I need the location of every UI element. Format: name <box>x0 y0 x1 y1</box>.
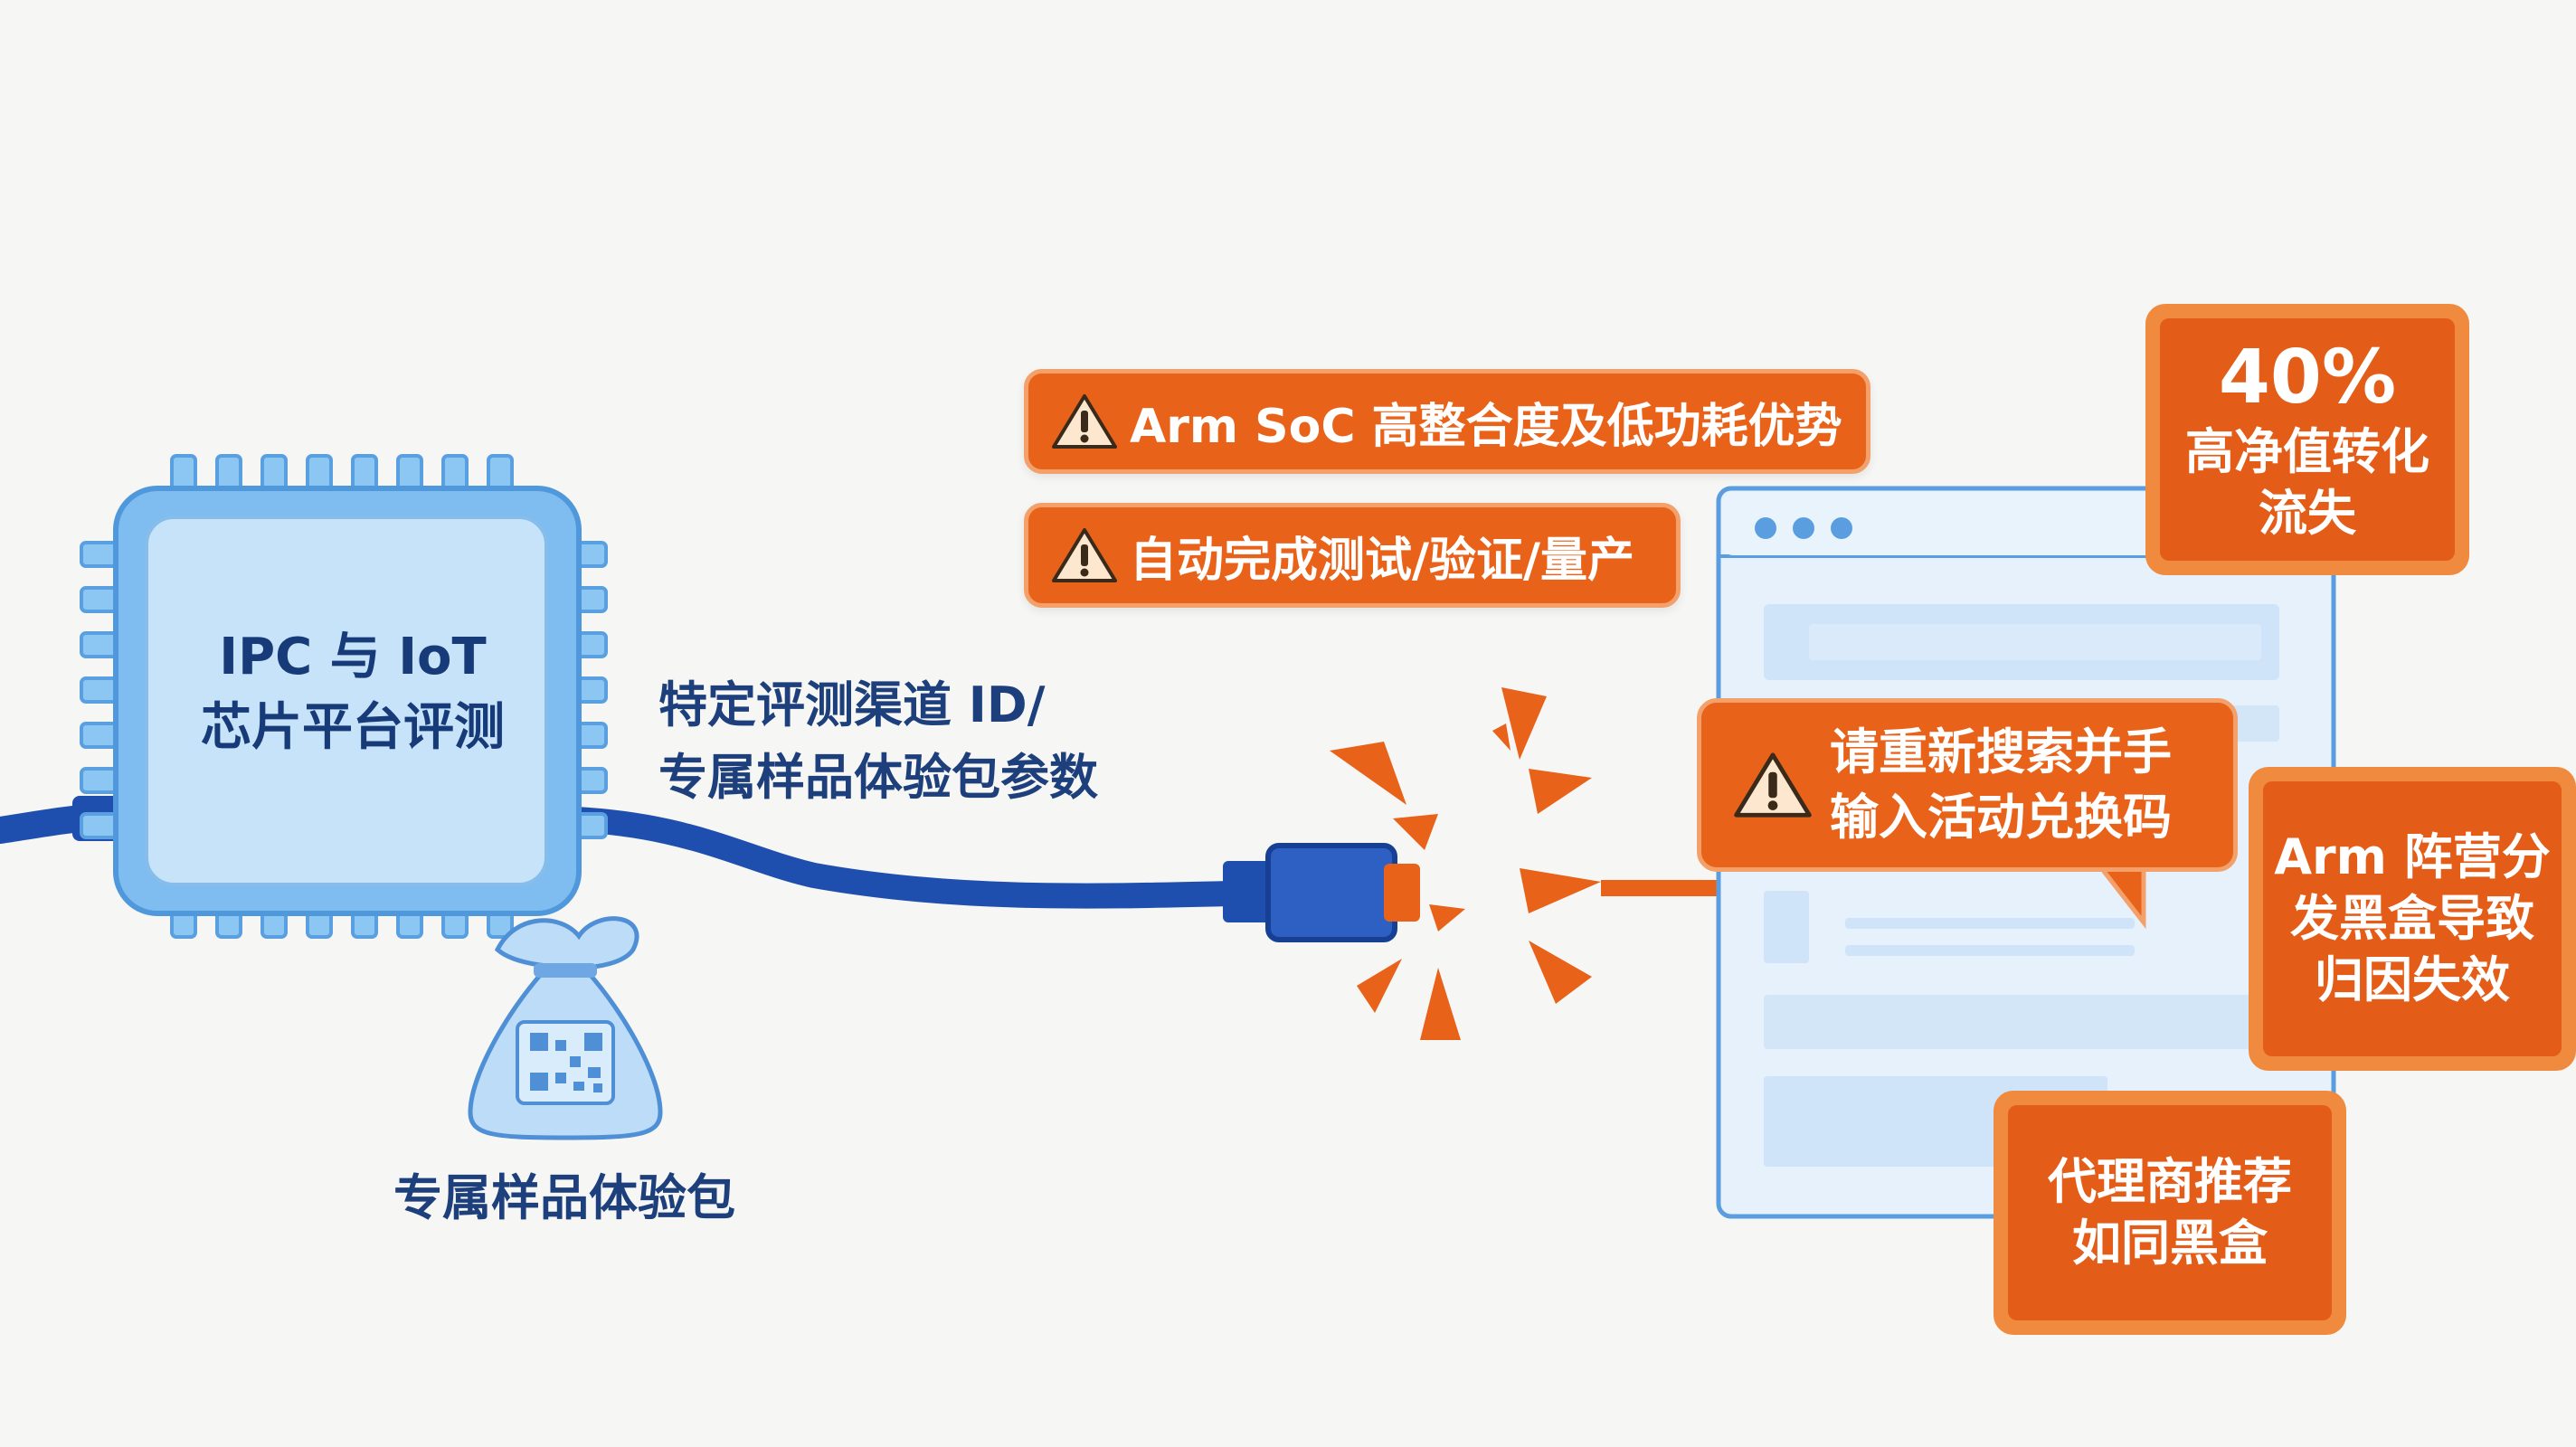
sample-bag-label: 专属样品体验包 <box>393 1169 735 1226</box>
badge-conversion-loss: 40% 高净值转化 流失 <box>2145 304 2469 575</box>
badge-agent-blackbox: 代理商推荐 如同黑盒 <box>1994 1091 2346 1335</box>
badge-conversion-line-2: 流失 <box>2259 485 2356 542</box>
broken-connection-icon <box>1330 687 1601 1040</box>
qr-code-icon <box>516 1020 615 1105</box>
chip-icon <box>80 454 608 939</box>
cable-label-line-2: 专属样品体验包参数 <box>658 749 1098 806</box>
cable-label: 特定评测渠道 ID/ 专属样品体验包参数 <box>658 669 1098 814</box>
warning-icon <box>1052 394 1117 449</box>
badge-conversion-percent: 40% <box>2218 335 2397 421</box>
chip-label: IPC 与 IoT 芯片平台评测 <box>172 622 534 763</box>
warning-top-text: Arm SoC 高整合度及低功耗优势 <box>1130 399 1842 454</box>
reentry-callout: 请重新搜索并手 输入活动兑换码 <box>1697 698 2238 872</box>
main-cable <box>551 806 1231 909</box>
warning-middle-text: 自动完成测试/验证/量产 <box>1130 533 1634 588</box>
badge-agent-line-2: 如同黑盒 <box>2072 1215 2268 1272</box>
cable-label-line-1: 特定评测渠道 ID/ <box>658 676 1046 733</box>
warning-middle: 自动完成测试/验证/量产 <box>1024 503 1681 608</box>
warning-icon <box>1734 752 1812 818</box>
chip-label-line-1: IPC 与 IoT <box>219 628 487 686</box>
badge-agent-line-1: 代理商推荐 <box>2048 1153 2292 1210</box>
badge-arm-line-3: 归因失效 <box>2315 951 2510 1008</box>
warning-icon <box>1052 528 1117 582</box>
cable-connector-collar <box>1223 861 1277 922</box>
callout-line-2: 输入活动兑换码 <box>1830 789 2172 846</box>
badge-arm-attribution: Arm 阵营分 发黑盒导致 归因失效 <box>2249 767 2576 1071</box>
cable-connector-tip <box>1384 864 1420 922</box>
badge-arm-line-2: 发黑盒导致 <box>2290 890 2534 947</box>
badge-arm-line-1: Arm 阵营分 <box>2274 828 2551 885</box>
cable-connector-head <box>1265 843 1397 942</box>
chip-label-line-2: 芯片平台评测 <box>201 698 505 757</box>
callout-line-1: 请重新搜索并手 <box>1830 724 2172 780</box>
badge-conversion-line-1: 高净值转化 <box>2185 423 2429 480</box>
warning-top: Arm SoC 高整合度及低功耗优势 <box>1024 369 1870 474</box>
